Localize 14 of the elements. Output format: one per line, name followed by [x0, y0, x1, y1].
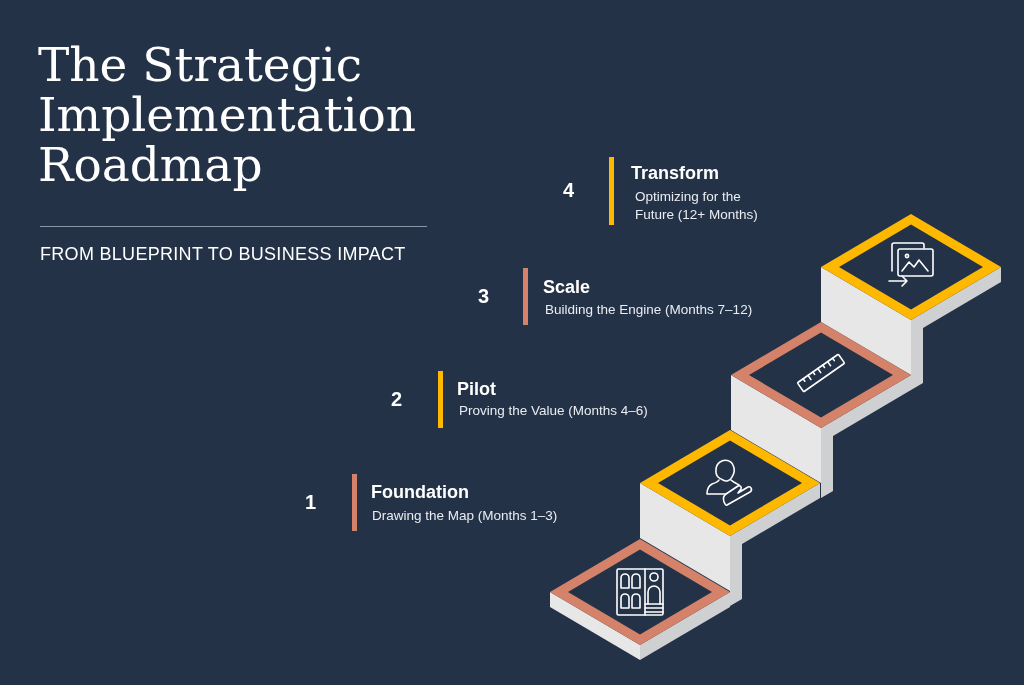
- step-number: 1: [305, 491, 317, 514]
- subtitle: FROM BLUEPRINT TO BUSINESS IMPACT: [40, 243, 406, 265]
- step-heading: Transform: [631, 162, 720, 184]
- step-description: Building the Engine (Months 7–12): [545, 301, 753, 319]
- step-number: 3: [478, 285, 490, 308]
- step-number: 2: [391, 388, 403, 411]
- step-description: Optimizing for the Future (12+ Months): [635, 188, 759, 224]
- title: The Strategic Implementation Roadmap: [38, 40, 418, 190]
- step-number: 4: [563, 179, 575, 202]
- step-heading: Foundation: [371, 481, 469, 503]
- step-heading: Scale: [543, 276, 591, 298]
- step-description: Drawing the Map (Months 1–3): [372, 507, 558, 525]
- step-heading: Pilot: [457, 378, 496, 400]
- step-description: Proving the Value (Months 4–6): [459, 402, 648, 420]
